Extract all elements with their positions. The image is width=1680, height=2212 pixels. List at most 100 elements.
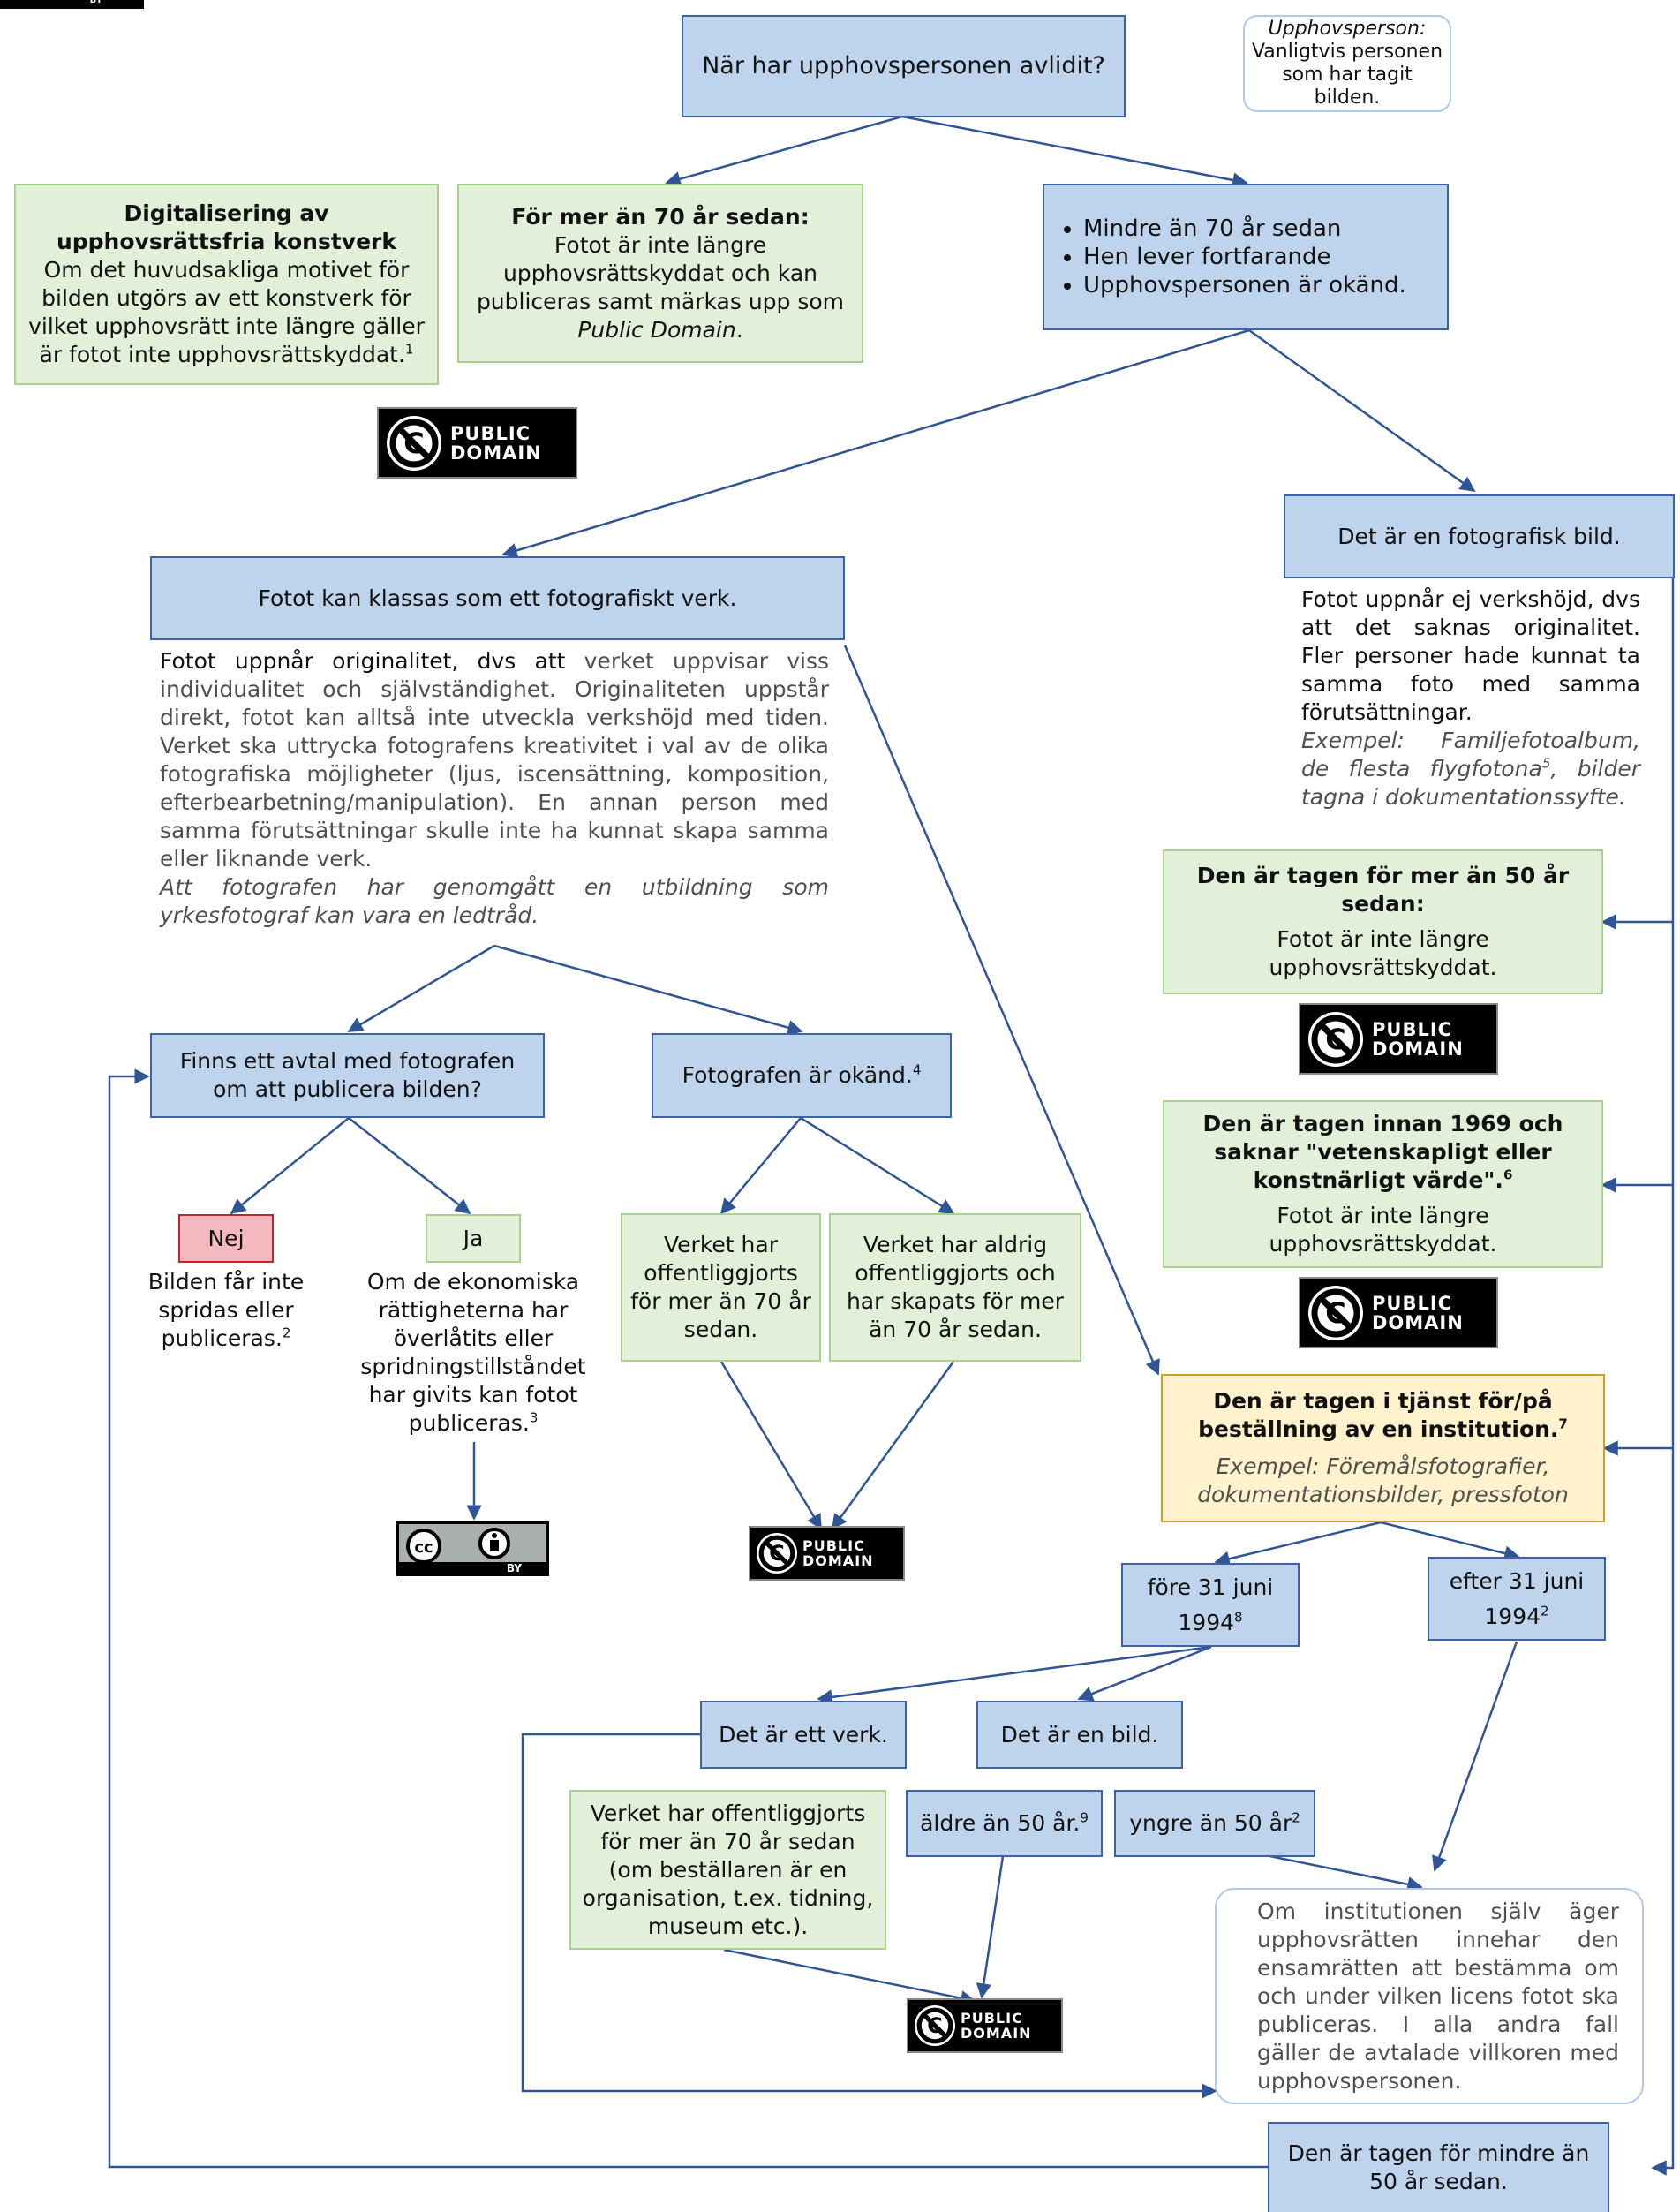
public-domain-icon: C — [1308, 1011, 1363, 1067]
yes-body: Om de ekonomiska rättigheterna har överl… — [360, 1269, 586, 1436]
is-image-text: Det är en bild. — [1000, 1721, 1159, 1748]
question-box: När har upphovspersonen avlidit? — [682, 15, 1126, 117]
older50-body: äldre än 50 år. — [920, 1810, 1081, 1836]
no-label: Nej — [207, 1225, 245, 1251]
footnote-ref: 4 — [912, 1061, 922, 1078]
over70-text: Fotot är inte längre upphovsrättskyddat … — [466, 231, 855, 344]
public-domain-icon: C — [915, 2005, 955, 2046]
service-box: Den är tagen i tjänst för/på beställning… — [1161, 1374, 1605, 1522]
over70-italic: Public Domain — [577, 316, 736, 343]
attribution-icon — [478, 1528, 510, 1559]
public-domain-icon: C — [1308, 1285, 1363, 1340]
over70-end: . — [735, 316, 743, 343]
older50-box: äldre än 50 år.9 — [906, 1790, 1103, 1857]
footnote-ref: 2 — [282, 1325, 291, 1341]
institution-note-text: Om institutionen själv äger upphovsrätte… — [1257, 1898, 1619, 2094]
before1969-text: Fotot är inte längre upphovsrättskyddat. — [1269, 1203, 1497, 1257]
over50-title: Den är tagen för mer än 50 år sedan: — [1196, 863, 1570, 917]
footnote-ref: 1 — [404, 341, 414, 358]
over70-box: För mer än 70 år sedan: Fotot är inte lä… — [457, 184, 863, 363]
cc-icon: cc — [406, 1529, 441, 1564]
cc-by-badge-clipped: BY — [0, 0, 144, 9]
pd-line1: PUBLIC — [1372, 1292, 1453, 1314]
unknown-body: Fotografen är okänd. — [682, 1062, 913, 1088]
never-published-text: Verket har aldrig offentliggjorts och ha… — [846, 1232, 1065, 1342]
pd-line1: PUBLIC — [450, 422, 531, 444]
before-date-year: 1994 — [1178, 1609, 1235, 1635]
before-date-line2: 19948 — [1178, 1609, 1242, 1637]
under70-item: Upphovspersonen är okänd. — [1083, 271, 1406, 299]
digitalization-title: Digitalisering av upphovsrättsfria konst… — [56, 200, 397, 254]
after-date-box: efter 31 juni 19942 — [1428, 1557, 1606, 1641]
under50-box: Den är tagen för mindre än 50 år sedan. — [1268, 2122, 1609, 2212]
author-note-title: Upphovsperson: — [1268, 18, 1427, 40]
footnote-ref: 8 — [1234, 1609, 1243, 1626]
footnote-ref: 2 — [1541, 1603, 1549, 1619]
question-text: När har upphovspersonen avlidit? — [702, 52, 1105, 79]
service-example: Exempel: Föremålsfotografier, dokumentat… — [1197, 1453, 1569, 1507]
younger50-text: yngre än 50 år2 — [1129, 1809, 1300, 1838]
work-published-box: Verket har offentliggjorts för mer än 70… — [569, 1790, 886, 1950]
work-rest: verket uppvisar viss individualitet och … — [160, 648, 829, 872]
footnote-ref: 2 — [1292, 1809, 1300, 1826]
digitalization-body: Om det huvudsakliga motivet för bilden u… — [28, 257, 425, 367]
is-work-box: Det är ett verk. — [700, 1701, 907, 1769]
over50-box: Den är tagen för mer än 50 år sedan: Fot… — [1163, 849, 1603, 994]
author-note-text: Vanligtvis personen som har tagit bilden… — [1251, 41, 1443, 109]
over70-body: Fotot är inte längre upphovsrättskyddat … — [476, 231, 845, 314]
after-date-year: 1994 — [1484, 1603, 1541, 1629]
service-title-text: Den är tagen i tjänst för/på beställning… — [1198, 1388, 1559, 1442]
service-title: Den är tagen i tjänst för/på beställning… — [1170, 1387, 1596, 1444]
under70-box: Mindre än 70 år sedan Hen lever fortfara… — [1043, 184, 1449, 330]
before-date-line1: före 31 juni — [1147, 1574, 1274, 1600]
unknown-box: Fotografen är okänd.4 — [652, 1033, 952, 1118]
is-image-box: Det är en bild. — [976, 1701, 1183, 1769]
after-date-line1: efter 31 juni — [1449, 1567, 1585, 1594]
photo-example-a: Exempel: Familjefotoalbum, de flesta fly… — [1301, 728, 1640, 781]
agreement-box: Finns ett avtal med fotografen om att pu… — [150, 1033, 545, 1118]
no-box: Nej — [178, 1214, 274, 1263]
public-domain-icon: C — [387, 415, 441, 471]
yes-box: Ja — [426, 1214, 521, 1263]
footnote-ref: 7 — [1558, 1416, 1568, 1432]
pd-line2: DOMAIN — [961, 2025, 1032, 2042]
work-header-box: Fotot kan klassas som ett fotografiskt v… — [150, 556, 845, 640]
photo-header-box: Det är en fotografisk bild. — [1284, 494, 1675, 578]
work-header-text: Fotot kan klassas som ett fotografiskt v… — [258, 585, 737, 611]
author-note: Upphovsperson: Vanligtvis personen som h… — [1243, 15, 1451, 112]
footnote-ref: 3 — [529, 1409, 539, 1426]
pd-line2: DOMAIN — [450, 442, 542, 464]
photo-example-b: , bilder tagna i dokumentationssyfte. — [1301, 756, 1640, 810]
work-published-text: Verket har offentliggjorts för mer än 70… — [582, 1800, 874, 1939]
no-body: Bilden får inte spridas eller publiceras… — [147, 1269, 305, 1351]
published70-box: Verket har offentliggjorts för mer än 70… — [621, 1213, 821, 1362]
footnote-ref: 6 — [1503, 1166, 1513, 1183]
published70-text: Verket har offentliggjorts för mer än 70… — [630, 1232, 811, 1342]
cc-by-label: BY — [3, 0, 141, 6]
institution-note: Om institutionen själv äger upphovsrätte… — [1215, 1888, 1644, 2104]
digitalization-box: Digitalisering av upphovsrättsfria konst… — [14, 184, 439, 385]
unknown-text: Fotografen är okänd.4 — [682, 1061, 922, 1090]
before1969-title: Den är tagen innan 1969 och saknar "vete… — [1171, 1110, 1594, 1195]
digitalization-text: Om det huvudsakliga motivet för bilden u… — [23, 256, 430, 369]
before1969-title-text: Den är tagen innan 1969 och saknar "vete… — [1202, 1111, 1563, 1193]
no-text: Bilden får inte spridas eller publiceras… — [141, 1268, 311, 1353]
pd-line2: DOMAIN — [802, 1552, 874, 1569]
pd-line2: DOMAIN — [1372, 1038, 1464, 1060]
over70-title: För mer än 70 år sedan: — [511, 203, 810, 230]
photo-example: Exempel: Familjefotoalbum, de flesta fly… — [1301, 727, 1640, 812]
pd-line1: PUBLIC — [1372, 1018, 1453, 1040]
footnote-ref: 9 — [1080, 1809, 1089, 1826]
under70-item: Hen lever fortfarande — [1083, 243, 1406, 271]
after-date-line2: 19942 — [1484, 1603, 1548, 1631]
agreement-text: Finns ett avtal med fotografen om att pu… — [179, 1048, 516, 1102]
yes-text: Om de ekonomiska rättigheterna har överl… — [353, 1268, 593, 1438]
cc-by-label: BY — [399, 1561, 546, 1574]
footnote-ref: 5 — [1541, 755, 1551, 772]
photo-description-text: Fotot uppnår ej verkshöjd, dvs att det s… — [1301, 586, 1640, 725]
younger50-box: yngre än 50 år2 — [1114, 1790, 1315, 1857]
